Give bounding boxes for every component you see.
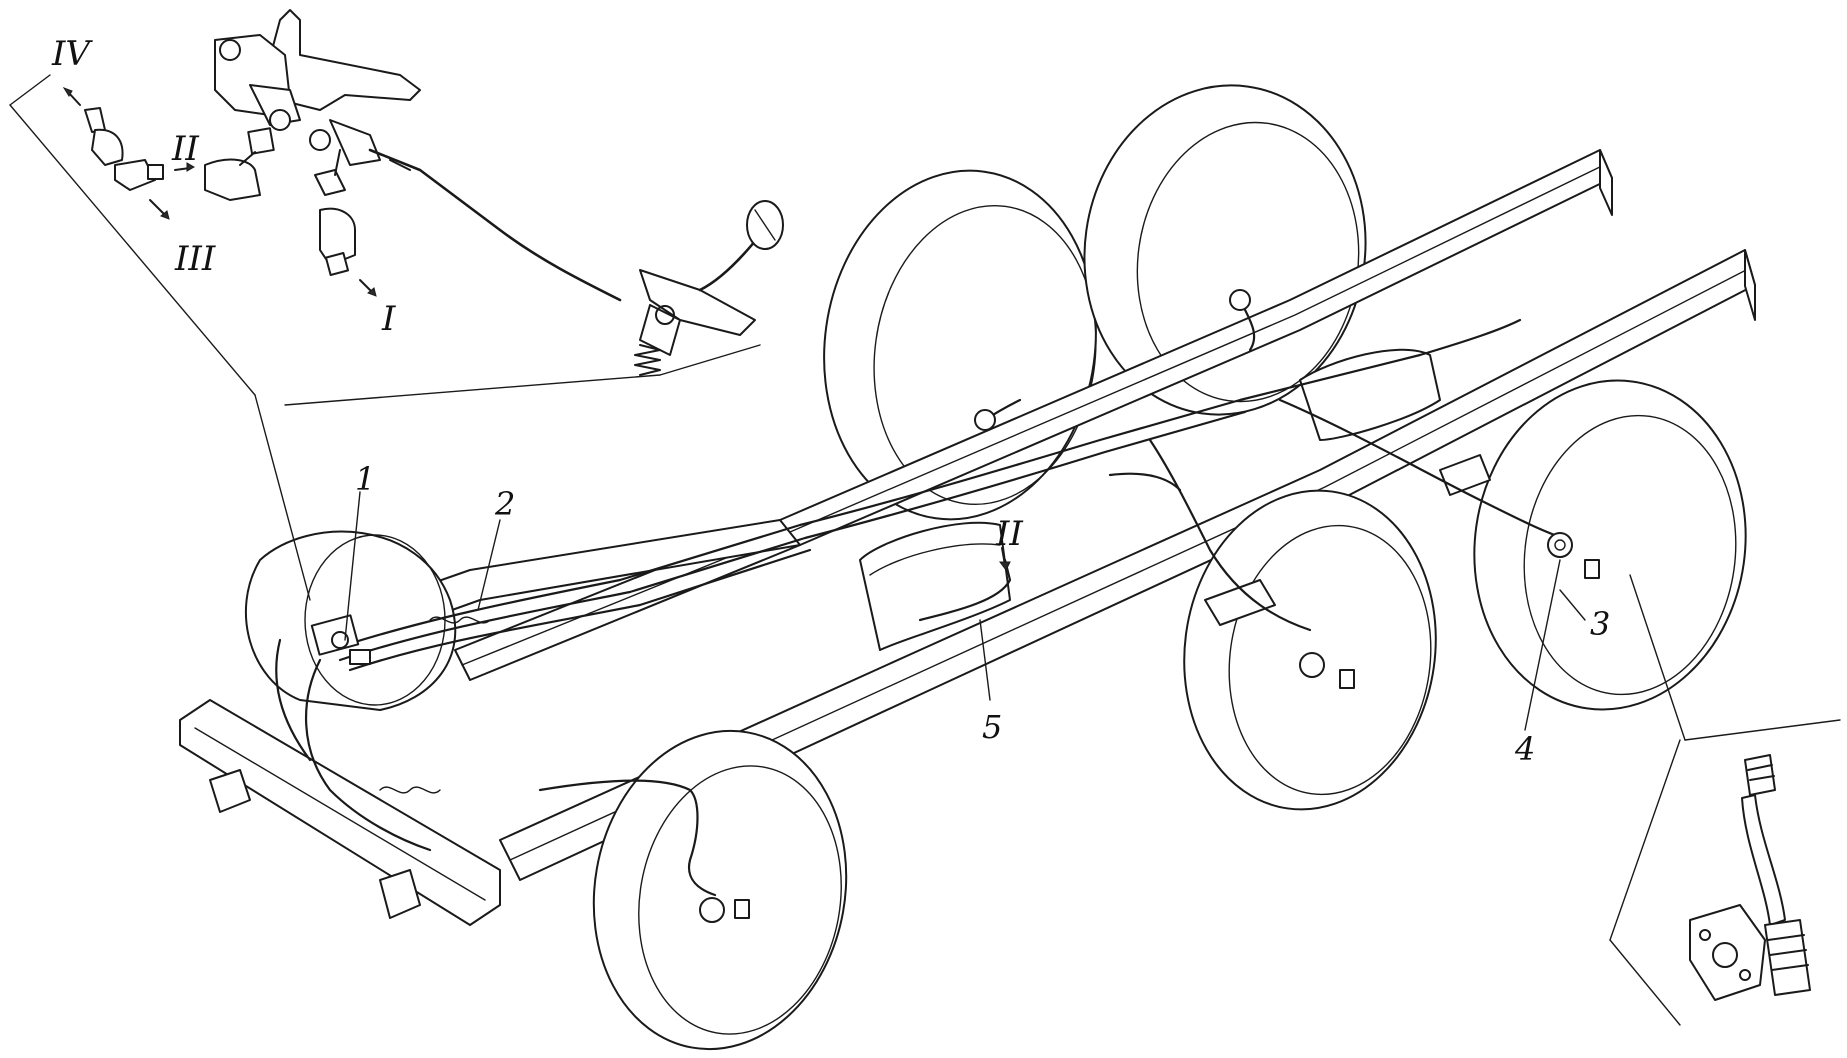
callout-II: II <box>995 514 1023 554</box>
callout-5: 5 <box>982 708 1002 746</box>
inset-brake-hose <box>1609 574 1841 1026</box>
callout-1: 1 <box>355 460 375 498</box>
wheel-rear-left-front <box>823 169 1097 521</box>
label-outlet-III: III <box>174 239 216 279</box>
wheel-rear-right-front <box>1183 489 1437 811</box>
callout-3: 3 <box>1590 605 1610 643</box>
wheel-front-right <box>592 729 848 1051</box>
label-outlet-II: II <box>171 129 199 169</box>
wheel-rear-right-rear <box>1473 379 1747 711</box>
front-bumper <box>179 699 501 926</box>
brake-chamber-rear-right <box>1547 532 1600 579</box>
brake-chamber-front-right <box>699 897 750 923</box>
brake-chamber-rear-right-front <box>1299 652 1355 689</box>
callout-2: 2 <box>494 485 515 523</box>
leader-lines <box>344 491 1586 731</box>
inset-brake-valve <box>9 9 784 601</box>
brake-chamber-rear-left <box>974 289 1251 431</box>
center-crossmember <box>859 348 1441 651</box>
brake-lines <box>275 298 1572 897</box>
label-outlet-IV: IV <box>51 34 93 74</box>
label-outlet-I: I <box>381 299 396 339</box>
callout-4: 4 <box>1514 730 1535 768</box>
